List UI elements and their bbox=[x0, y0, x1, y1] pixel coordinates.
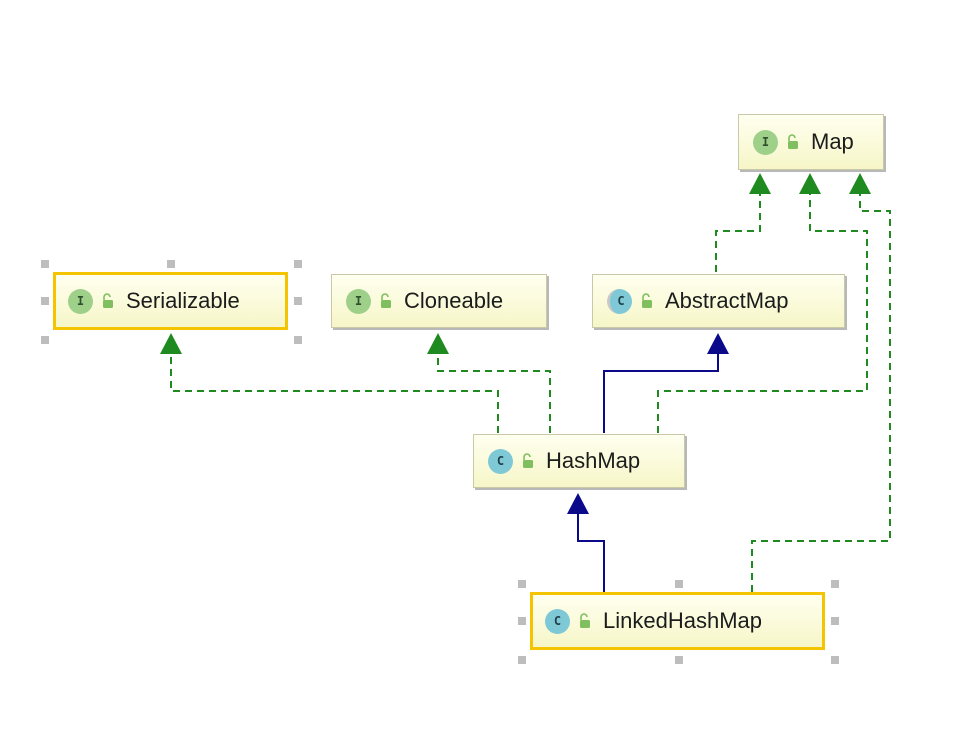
node-abstractmap[interactable]: C AbstractMap bbox=[592, 274, 845, 328]
interface-badge-icon: I bbox=[753, 129, 778, 155]
resize-handle[interactable] bbox=[41, 297, 49, 305]
resize-handle[interactable] bbox=[831, 580, 839, 588]
resize-handle[interactable] bbox=[675, 656, 683, 664]
unlocked-icon bbox=[101, 293, 115, 309]
unlocked-icon bbox=[521, 453, 535, 469]
edge-abstractmap-map bbox=[715, 194, 761, 272]
arrowhead-map-3 bbox=[849, 173, 871, 194]
edge-linkedhashmap-hashmap bbox=[577, 514, 605, 592]
resize-handle[interactable] bbox=[167, 260, 175, 268]
node-cloneable[interactable]: I Cloneable bbox=[331, 274, 547, 328]
resize-handle[interactable] bbox=[294, 336, 302, 344]
node-serializable[interactable]: I Serializable bbox=[53, 272, 288, 330]
unlocked-icon bbox=[640, 293, 654, 309]
edge-hashmap-cloneable bbox=[437, 354, 551, 433]
interface-badge-icon: I bbox=[68, 288, 93, 314]
node-label: HashMap bbox=[546, 448, 641, 473]
node-label: AbstractMap bbox=[665, 288, 789, 313]
arrowhead-cloneable bbox=[427, 333, 449, 354]
resize-handle[interactable] bbox=[294, 260, 302, 268]
abstract-class-badge-icon: C bbox=[607, 288, 632, 314]
resize-handle[interactable] bbox=[518, 656, 526, 664]
resize-handle[interactable] bbox=[675, 580, 683, 588]
unlocked-icon bbox=[578, 613, 592, 629]
arrowhead-abstractmap bbox=[707, 333, 729, 354]
node-label: LinkedHashMap bbox=[603, 608, 762, 633]
arrowhead-map-1 bbox=[749, 173, 771, 194]
unlocked-icon bbox=[379, 293, 393, 309]
resize-handle[interactable] bbox=[518, 580, 526, 588]
arrowhead-serializable bbox=[160, 333, 182, 354]
resize-handle[interactable] bbox=[41, 260, 49, 268]
edge-hashmap-serializable bbox=[170, 354, 499, 433]
resize-handle[interactable] bbox=[831, 656, 839, 664]
node-label: Serializable bbox=[126, 288, 240, 313]
node-hashmap[interactable]: C HashMap bbox=[473, 434, 685, 488]
node-linkedhashmap[interactable]: C LinkedHashMap bbox=[530, 592, 825, 650]
edge-hashmap-map bbox=[657, 194, 868, 433]
edge-hashmap-abstractmap bbox=[603, 354, 719, 433]
arrowhead-map-2 bbox=[799, 173, 821, 194]
class-badge-icon: C bbox=[488, 448, 513, 474]
resize-handle[interactable] bbox=[518, 617, 526, 625]
unlocked-icon bbox=[786, 134, 800, 150]
resize-handle[interactable] bbox=[294, 297, 302, 305]
resize-handle[interactable] bbox=[831, 617, 839, 625]
resize-handle[interactable] bbox=[41, 336, 49, 344]
interface-badge-icon: I bbox=[346, 288, 371, 314]
node-label: Map bbox=[811, 129, 854, 154]
node-label: Cloneable bbox=[404, 288, 504, 313]
arrowhead-hashmap bbox=[567, 493, 589, 514]
node-map[interactable]: I Map bbox=[738, 114, 884, 170]
class-badge-icon: C bbox=[545, 608, 570, 634]
edge-linkedhashmap-map bbox=[751, 194, 891, 592]
